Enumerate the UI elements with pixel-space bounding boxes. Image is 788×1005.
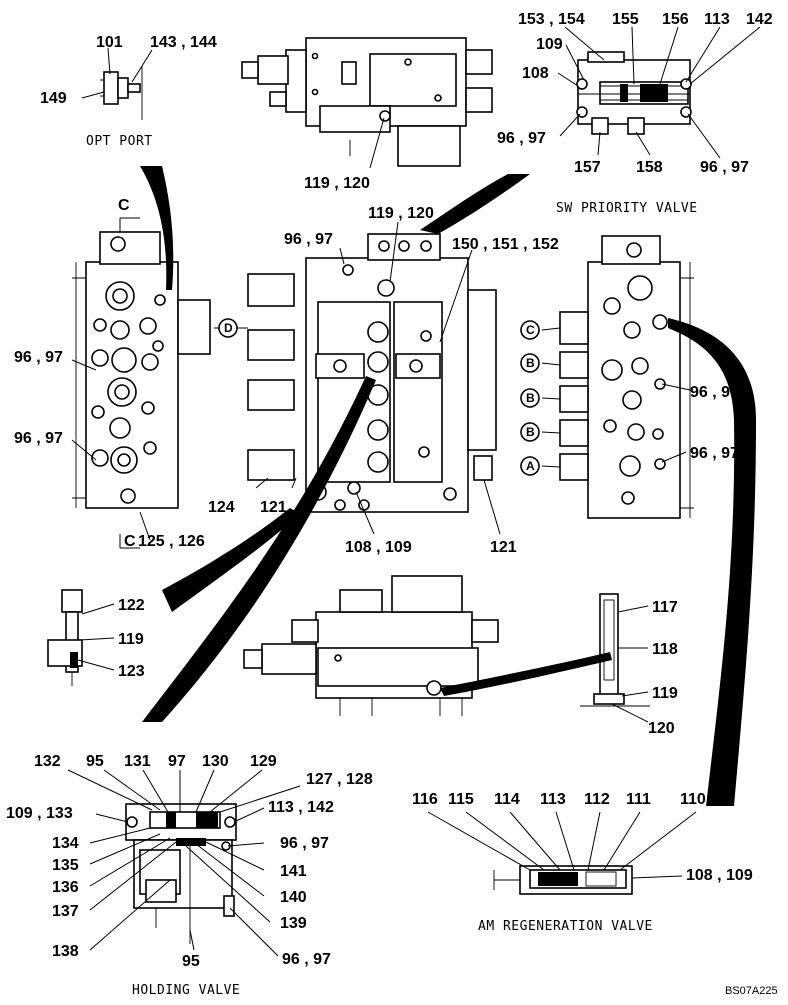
port-d-label: D <box>224 321 233 335</box>
right-side-view <box>541 235 694 519</box>
label-127-128: 127 , 128 <box>306 771 373 788</box>
label-118: 118 <box>652 641 678 658</box>
label-135: 135 <box>52 857 79 874</box>
label-108: 108 <box>522 65 549 82</box>
label-121-b: 121 <box>490 539 517 556</box>
label-113: 113 <box>704 11 730 28</box>
port-d-circle <box>218 318 238 338</box>
label-117: 117 <box>652 599 678 616</box>
label-123: 123 <box>118 663 145 680</box>
label-96-97-left-2: 96 , 97 <box>14 430 63 447</box>
small-detail-left <box>47 589 115 686</box>
sw-priority-valve <box>557 26 761 159</box>
opt-port-detail <box>81 47 153 120</box>
label-119-120-mid: 119 , 120 <box>368 205 434 222</box>
label-130: 130 <box>202 753 229 770</box>
figure-code: BS07A225 <box>725 985 778 997</box>
label-96-97-sw-right: 96 , 97 <box>700 159 749 176</box>
label-96-97-right-1: 96 , 97 <box>690 384 739 401</box>
left-side-view <box>71 217 211 549</box>
label-96-97-left-1: 96 , 97 <box>14 349 63 366</box>
label-108-109-center: 108 , 109 <box>345 539 412 556</box>
center-main-view <box>214 221 501 535</box>
label-156: 156 <box>662 11 689 28</box>
label-125-126: 125 , 126 <box>138 533 205 550</box>
label-150-151-152: 150 , 151 , 152 <box>452 236 559 253</box>
label-137: 137 <box>52 903 79 920</box>
caption-holding-valve: HOLDING VALVE <box>132 983 240 998</box>
label-113-142-holding: 113 , 142 <box>268 799 334 816</box>
caption-am-regeneration-valve: AM REGENERATION VALVE <box>478 919 653 934</box>
small-detail-right <box>580 593 650 723</box>
label-138: 138 <box>52 943 79 960</box>
label-134: 134 <box>52 835 79 852</box>
labels: 101 143 , 144 149 OPT PORT 153 , 154 155… <box>6 11 778 998</box>
label-95-top: 95 <box>86 753 104 770</box>
callout-bands <box>140 166 756 806</box>
label-141: 141 <box>280 863 307 880</box>
label-129: 129 <box>250 753 277 770</box>
label-96-97-sw-left: 96 , 97 <box>497 130 546 147</box>
port-c-circle <box>520 320 540 340</box>
section-mark-c-top: C <box>118 197 130 214</box>
label-115: 115 <box>448 791 474 808</box>
label-111: 111 <box>626 791 651 808</box>
port-b-circle-1 <box>520 353 540 373</box>
port-c-label: C <box>526 323 535 337</box>
label-97: 97 <box>168 753 186 770</box>
label-149: 149 <box>40 90 67 107</box>
label-108-109-am: 108 , 109 <box>686 867 753 884</box>
port-a-circle <box>520 456 540 476</box>
label-124: 124 <box>208 499 235 516</box>
label-136: 136 <box>52 879 79 896</box>
label-114: 114 <box>494 791 520 808</box>
label-122: 122 <box>118 597 145 614</box>
label-109-133: 109 , 133 <box>6 805 73 822</box>
label-109: 109 <box>536 36 563 53</box>
label-155: 155 <box>612 11 639 28</box>
caption-opt-port: OPT PORT <box>86 134 153 149</box>
label-96-97-holding-2: 96 , 97 <box>282 951 331 968</box>
label-139: 139 <box>280 915 307 932</box>
label-113-am: 113 <box>540 791 566 808</box>
label-157: 157 <box>574 159 601 176</box>
port-a-label: A <box>526 459 535 473</box>
port-b-circle-3 <box>520 422 540 442</box>
label-110: 110 <box>680 791 706 808</box>
port-b-circle-2 <box>520 388 540 408</box>
holding-valve <box>67 769 301 957</box>
label-95-bottom: 95 <box>182 953 200 970</box>
label-142: 142 <box>746 11 773 28</box>
label-112: 112 <box>584 791 610 808</box>
label-153-154: 153 , 154 <box>518 11 585 28</box>
label-119-detail: 119 <box>118 631 144 648</box>
label-96-97-right-2: 96 , 97 <box>690 445 739 462</box>
bottom-center-view <box>243 575 499 716</box>
label-132: 132 <box>34 753 61 770</box>
label-131: 131 <box>124 753 151 770</box>
label-116: 116 <box>412 791 438 808</box>
caption-sw-priority-valve: SW PRIORITY VALVE <box>556 201 698 216</box>
label-96-97-mid: 96 , 97 <box>284 231 333 248</box>
label-120-right: 120 <box>648 720 675 737</box>
port-b-label-1: B <box>526 356 535 370</box>
label-140: 140 <box>280 889 307 906</box>
am-regeneration-valve <box>427 811 697 895</box>
label-121-a: 121 <box>260 499 287 516</box>
label-101: 101 <box>96 34 123 51</box>
section-mark-c-bottom: C <box>124 533 136 550</box>
port-b-label-3: B <box>526 425 535 439</box>
label-143-144: 143 , 144 <box>150 34 217 51</box>
label-158: 158 <box>636 159 663 176</box>
label-119-right: 119 <box>652 685 678 702</box>
port-b-label-2: B <box>526 391 535 405</box>
top-view-valve <box>241 37 493 169</box>
label-96-97-holding-1: 96 , 97 <box>280 835 329 852</box>
label-119-120-top: 119 , 120 <box>304 175 370 192</box>
